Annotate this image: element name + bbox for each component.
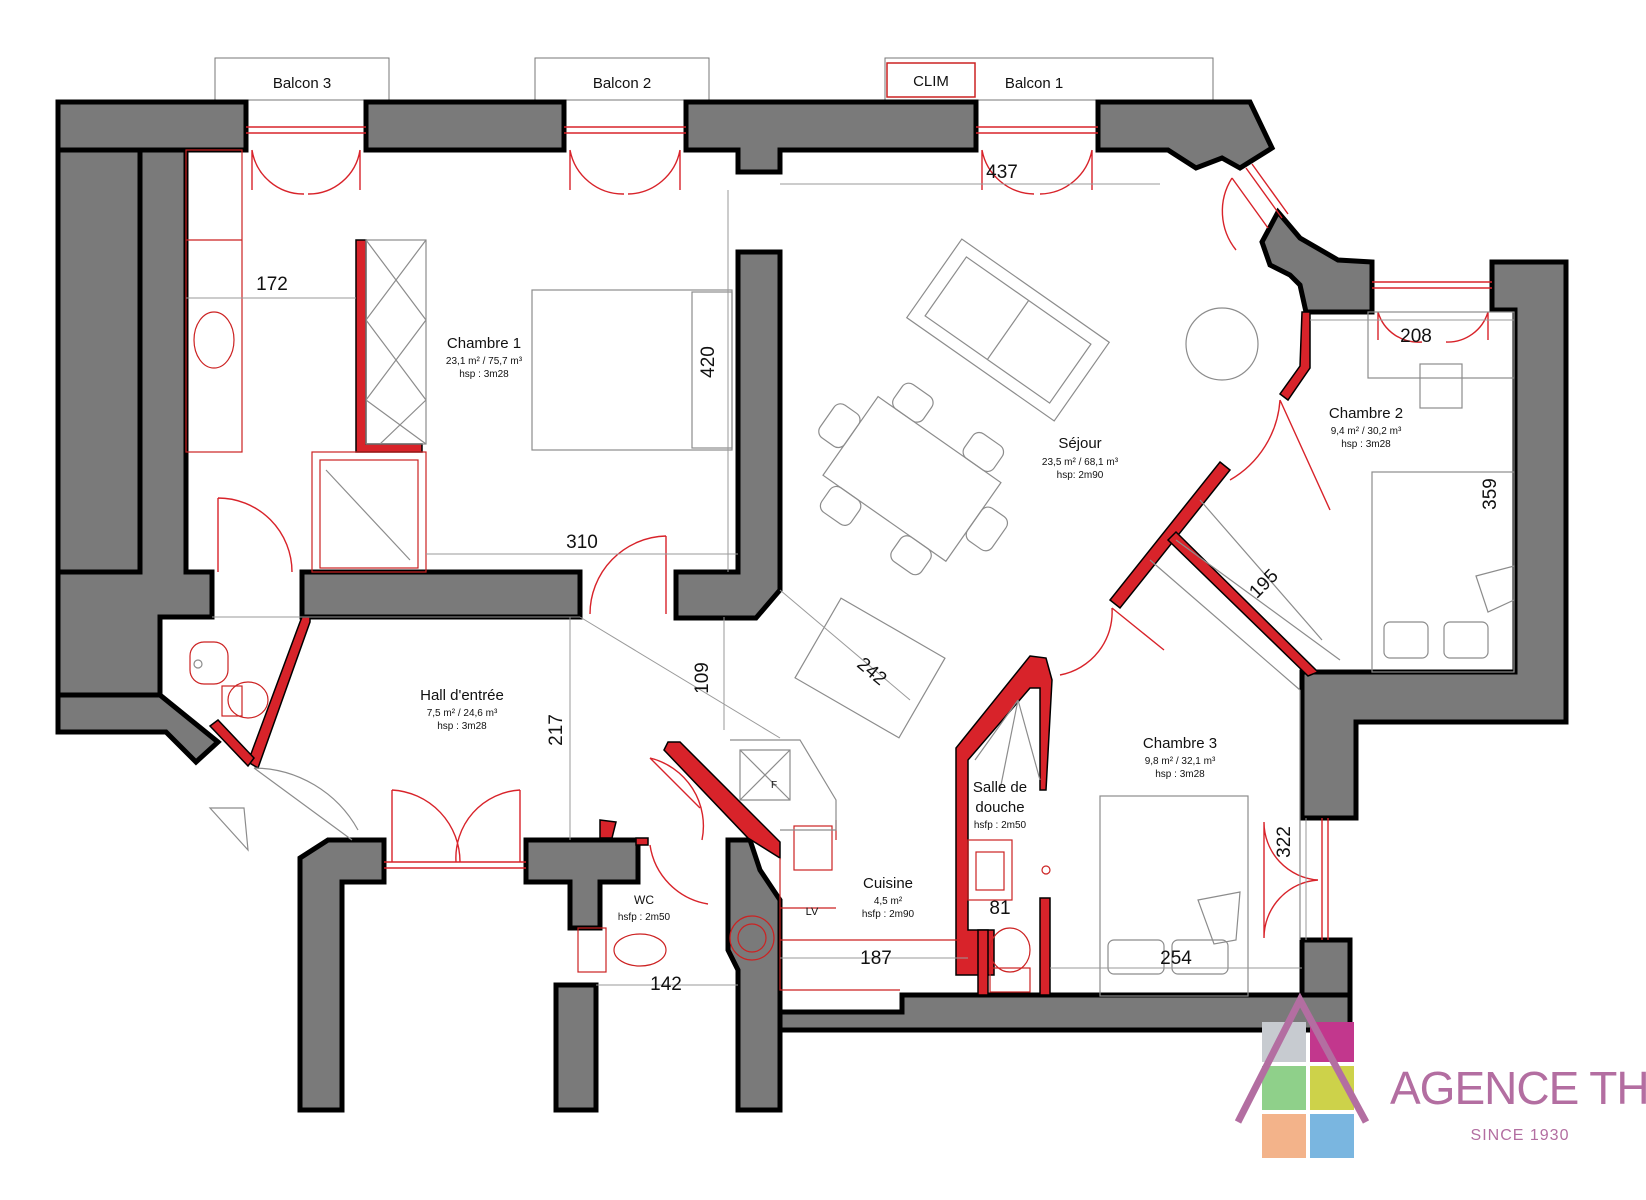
balcony-3-label: Balcon 3 [273,75,331,92]
salle-douche-name-1: Salle de [973,779,1027,796]
dim-242: 242 [853,654,891,690]
agency-logo: AGENCE THOMAS SINCE 1930 [1234,992,1646,1158]
chambre1-height: hsp : 3m28 [459,369,509,380]
dim-420: 420 [698,346,719,378]
partitions [208,239,1320,996]
salle-douche-name-2: douche [975,799,1024,816]
chambre1-name: Chambre 1 [447,335,521,352]
balcony-2-label: Balcon 2 [593,75,651,92]
room-labels: Chambre 1 23,1 m² / 75,7 m³ hsp : 3m28 S… [420,335,1403,923]
dim-109: 109 [692,662,713,694]
clim-unit [886,62,976,98]
sejour-area: 23,5 m² / 68,1 m³ [1042,457,1119,468]
lv-label: LV [806,906,819,918]
cuisine-name: Cuisine [863,875,913,892]
hall-height: hsp : 3m28 [437,721,487,732]
salle-douche-height: hsfp : 2m50 [974,820,1027,831]
wc-name: WC [634,893,654,907]
hall-name: Hall d'entrée [420,687,504,704]
chambre2-height: hsp : 3m28 [1341,439,1391,450]
logo-tile-orange [1262,1114,1306,1158]
balcony-1-label: Balcon 1 [1005,75,1063,92]
dim-359: 359 [1480,478,1501,510]
dim-254: 254 [1160,948,1192,969]
logo-tile-green [1262,1066,1306,1110]
logo-name: AGENCE THOMAS [1390,1062,1646,1114]
chambre3-area: 9,8 m² / 32,1 m³ [1145,756,1216,767]
chambre2-area: 9,4 m² / 30,2 m³ [1331,426,1402,437]
dim-217: 217 [546,714,567,746]
doors [217,149,1489,939]
logo-tile-blue [1310,1114,1354,1158]
dim-187: 187 [860,948,892,969]
wc-height: hsfp : 2m50 [618,912,671,923]
dim-195: 195 [1245,565,1282,602]
dim-310: 310 [566,532,598,553]
chambre2-name: Chambre 2 [1329,405,1403,422]
dimension-labels: 172 420 310 437 208 359 195 242 109 217 … [256,162,1501,995]
furniture [185,149,1515,997]
chambre1-area: 23,1 m² / 75,7 m³ [446,356,523,367]
sejour-name: Séjour [1058,435,1101,452]
balconies: Balcon 3 Balcon 2 Balcon 1 CLIM [214,57,1214,101]
hall-area: 7,5 m² / 24,6 m³ [427,708,498,719]
dim-81: 81 [989,898,1010,919]
dimension-lines [186,183,1515,986]
chambre3-name: Chambre 3 [1143,735,1217,752]
dim-437: 437 [986,162,1018,183]
sejour-height: hsp: 2m90 [1057,470,1104,481]
walls [55,99,1569,1113]
dim-142: 142 [650,974,682,995]
logo-roof-icon [1234,992,1370,1124]
dim-208: 208 [1400,326,1432,347]
dim-322: 322 [1274,826,1295,858]
cuisine-height: hsfp : 2m90 [862,909,915,920]
clim-label: CLIM [913,73,949,90]
cuisine-area: 4,5 m² [874,896,903,907]
windows [246,126,1492,940]
dim-172: 172 [256,274,288,295]
fridge-label: F [771,780,777,791]
logo-since: SINCE 1930 [1471,1127,1570,1144]
chambre3-height: hsp : 3m28 [1155,769,1205,780]
